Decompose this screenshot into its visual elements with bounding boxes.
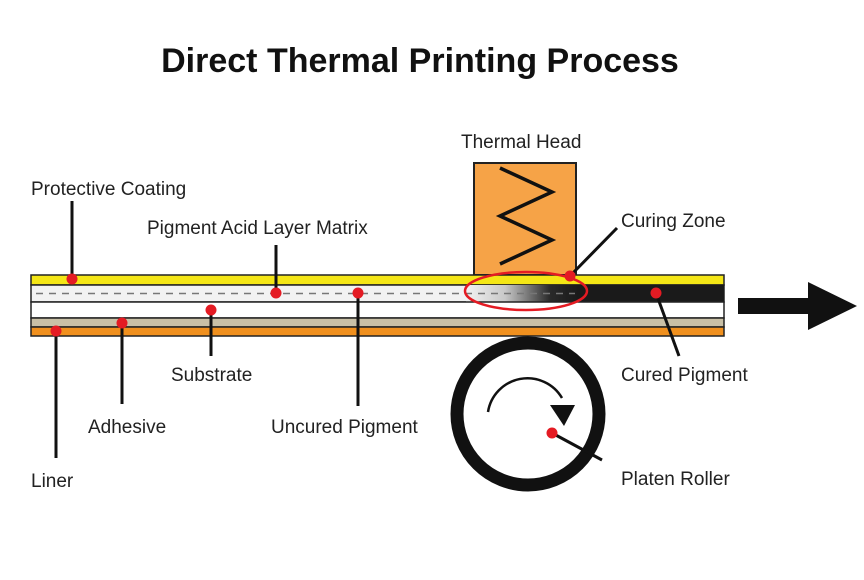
diagram-title: Direct Thermal Printing Process (161, 42, 679, 80)
callout-dots (50, 270, 662, 439)
adhesive-label: Adhesive (88, 417, 166, 438)
pigment-acid-layer-matrix-label: Pigment Acid Layer Matrix (147, 218, 368, 239)
platen-roller-dot (546, 427, 558, 439)
direction-arrow-icon (738, 282, 857, 330)
liner-label: Liner (31, 471, 74, 492)
thermal-head-body (473, 162, 577, 276)
curing-zone-leader (568, 226, 619, 278)
curing-zone-label: Curing Zone (621, 211, 726, 232)
protective-coating-layer (30, 274, 725, 286)
platen-roller (450, 336, 606, 492)
curing-zone-outline (463, 270, 589, 312)
uncured-pigment-dot (352, 287, 364, 299)
platen-roller-label: Platen Roller (621, 469, 730, 490)
substrate-label: Substrate (171, 365, 252, 386)
rotation-arrowhead (550, 405, 575, 426)
adhesive-dot (116, 317, 128, 329)
cured-pigment-dot (650, 287, 662, 299)
platen-roller-body (450, 336, 606, 492)
uncured-pigment-label: Uncured Pigment (271, 417, 419, 438)
curing-zone-dot (564, 270, 576, 282)
label-material-layers (30, 274, 725, 337)
platen-roller-leader (551, 431, 603, 462)
zigzag-heating-element-icon (495, 166, 557, 266)
protective-coating-dot (66, 273, 78, 285)
substrate-dot (205, 304, 217, 316)
thermal-head-label: Thermal Head (461, 132, 581, 153)
cured-pigment-label: Cured Pigment (621, 365, 748, 386)
liner-dot (50, 325, 62, 337)
protective-coating-label: Protective Coating (31, 179, 186, 200)
liner-layer (30, 326, 725, 337)
adhesive-layer (30, 317, 725, 328)
substrate-layer (30, 301, 725, 319)
cured-pigment-leader (654, 292, 681, 357)
thermal-head (473, 162, 577, 276)
rotation-arrow-icon (486, 377, 564, 413)
pigment-acid-dot (270, 287, 282, 299)
callout-lines (54, 201, 681, 462)
